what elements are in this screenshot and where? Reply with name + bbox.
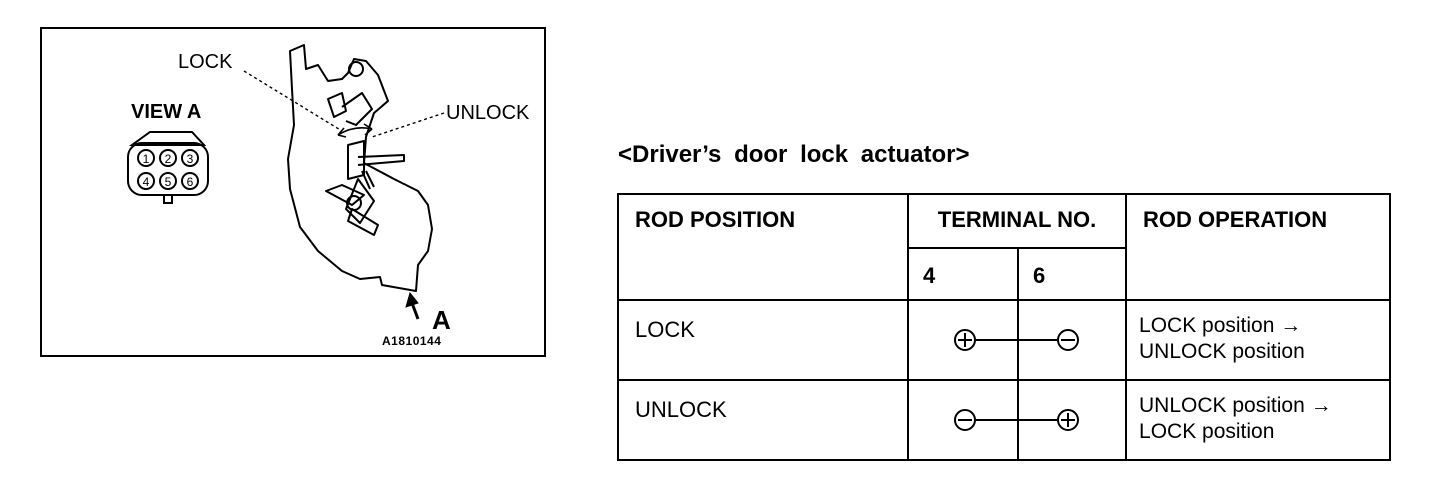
pin-4: 4 [143,175,150,189]
header-rod-operation: ROD OPERATION [1125,193,1392,301]
connector-pins [137,149,199,190]
plus-icon [1057,409,1079,431]
connector-outline [127,131,209,204]
operation-line: UNLOCK position [1139,340,1305,363]
figure-code: A1810144 [382,334,442,348]
pin-3: 3 [187,152,194,166]
rod-swing-arc [337,123,373,138]
row-operation-lock: LOCK position → UNLOCK position [1125,299,1392,381]
operation-line: UNLOCK position → [1139,394,1332,417]
row-position-lock: LOCK [617,299,909,381]
pin-2: 2 [165,152,172,166]
minus-icon [1057,329,1079,351]
row-unlock-terminal-4 [907,379,1019,461]
row-position-unlock: UNLOCK [617,379,909,461]
unlock-label: UNLOCK [446,102,530,124]
wire-line [976,419,1017,421]
row-unlock-terminal-6 [1016,379,1128,461]
wire-line [1019,339,1057,341]
door-latch-body [287,44,433,292]
table-row: LOCK LOCK position → UNLOCK position [617,299,1392,381]
pin-5: 5 [165,175,172,189]
actuator-drawing: 1 2 3 4 5 6 [127,44,445,320]
row-operation-unlock: UNLOCK position → LOCK position [1125,379,1392,461]
row-lock-terminal-6 [1016,299,1128,381]
wire-line [976,339,1017,341]
table-row: UNLOCK UNLOCK position → LOCK position [617,379,1392,461]
pin-6: 6 [187,175,194,189]
view-arrow-label: A [432,305,451,335]
plus-icon [954,329,976,351]
actuator-table: ROD POSITION TERMINAL NO. ROD OPERATION … [617,193,1392,461]
header-rod-position: ROD POSITION [617,193,909,301]
actuator-figure: 1 2 3 4 5 6 [40,27,546,357]
view-a-label: VIEW A [131,101,202,123]
header-terminal-4: 4 [907,247,1019,301]
table-header-row: ROD POSITION TERMINAL NO. ROD OPERATION [617,193,1392,301]
header-terminal-6: 6 [1016,247,1128,301]
leader-lines [243,70,445,138]
row-lock-terminal-4 [907,299,1019,381]
operation-line: LOCK position [1139,420,1275,443]
wire-line [1019,419,1057,421]
view-a-arrow-icon [405,291,420,320]
header-terminal: TERMINAL NO. [906,193,1128,249]
operation-line: LOCK position → [1139,314,1302,337]
minus-icon [954,409,976,431]
lock-label: LOCK [178,51,233,73]
table-subheader-row: 4 6 [618,247,1390,301]
pin-1: 1 [143,152,150,166]
page-title: <Driver’s door lock actuator> [618,141,970,168]
